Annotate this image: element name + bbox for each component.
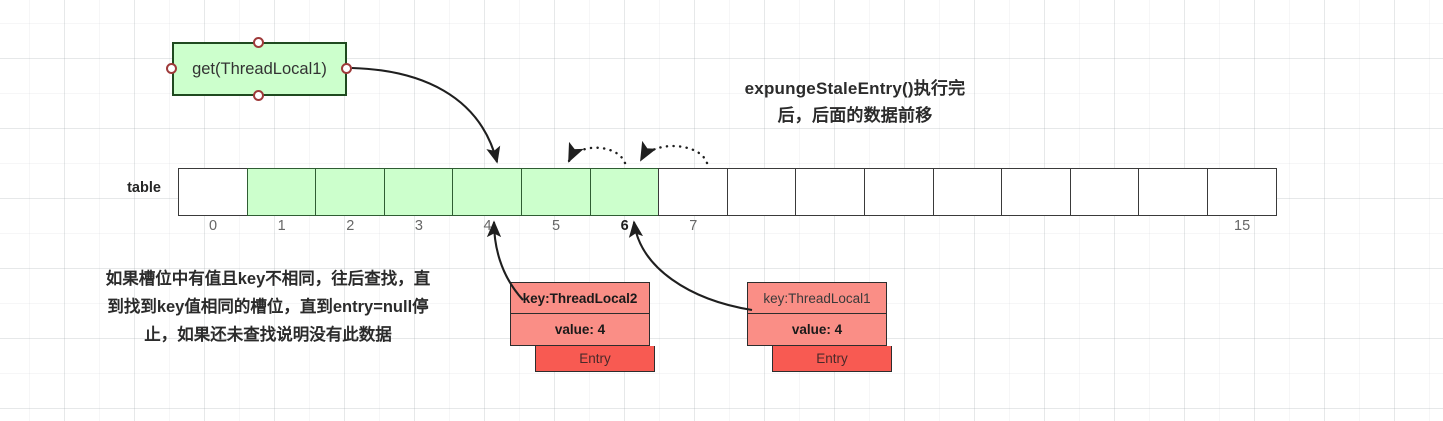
node-port-left-icon — [166, 63, 177, 74]
entry-box-threadlocal1[interactable]: key:ThreadLocal1 value: 4 Entry — [747, 282, 892, 372]
get-threadlocal-node[interactable]: get(ThreadLocal1) — [172, 42, 347, 96]
table-cell-9[interactable] — [795, 168, 866, 216]
entry-type-bar: Entry — [772, 346, 892, 372]
node-port-top-icon — [253, 37, 264, 48]
table-cell-8[interactable] — [726, 168, 797, 216]
table-cell-1[interactable] — [246, 168, 317, 216]
diagram-title-line2: 后，后面的数据前移 — [777, 106, 933, 125]
node-port-right-icon — [341, 63, 352, 74]
lookup-rule-note-line2: 到找到key值相同的槽位，直到entry=null停 — [107, 298, 429, 316]
lookup-rule-note: 如果槽位中有值且key不相同，往后查找，直 到找到key值相同的槽位，直到ent… — [48, 265, 488, 349]
table-cell-2[interactable] — [315, 168, 386, 216]
table-index-4: 4 — [483, 218, 492, 234]
table-label: table — [127, 180, 161, 196]
table-cell-5[interactable] — [520, 168, 592, 216]
entry-key-row: key:ThreadLocal2 — [510, 282, 650, 314]
table-cell-12[interactable] — [1001, 168, 1072, 216]
table-index-15: 15 — [1234, 218, 1251, 234]
table-index-6: 6 — [620, 218, 629, 234]
table-cell-14[interactable] — [1138, 168, 1209, 216]
table-cell-4[interactable] — [452, 168, 523, 216]
entry-value-row: value: 4 — [747, 314, 887, 346]
arrow-shift-slot7-to-slot6 — [639, 140, 709, 165]
table-index-0: 0 — [209, 218, 218, 234]
diagram-title: expungeStaleEntry()执行完 后，后面的数据前移 — [700, 75, 1010, 129]
table-index-2: 2 — [346, 218, 355, 234]
arrow-get-to-slot4 — [351, 66, 501, 164]
table-cell-0[interactable] — [178, 168, 249, 216]
table-cell-6[interactable] — [589, 168, 660, 216]
lookup-rule-note-line1: 如果槽位中有值且key不相同，往后查找，直 — [105, 270, 431, 288]
entry-type-bar: Entry — [535, 346, 655, 372]
table-index-5: 5 — [552, 218, 561, 234]
diagram-title-line1: expungeStaleEntry()执行完 — [744, 79, 966, 98]
table-cell-13[interactable] — [1069, 168, 1140, 216]
table-array — [178, 168, 1278, 216]
table-cell-15[interactable] — [1206, 168, 1278, 216]
entry-value-row: value: 4 — [510, 314, 650, 346]
table-index-3: 3 — [414, 218, 423, 234]
arrow-shift-slot6-to-slot5 — [567, 141, 627, 165]
table-index-7: 7 — [689, 218, 698, 234]
entry-key-row: key:ThreadLocal1 — [747, 282, 887, 314]
table-index-1: 1 — [277, 218, 286, 234]
node-port-bottom-icon — [253, 90, 264, 101]
table-cell-7[interactable] — [658, 168, 729, 216]
table-cell-3[interactable] — [383, 168, 454, 216]
entry-box-threadlocal2[interactable]: key:ThreadLocal2 value: 4 Entry — [510, 282, 655, 372]
lookup-rule-note-line3: 止，如果还未查找说明没有此数据 — [144, 326, 392, 344]
table-cell-11[interactable] — [932, 168, 1003, 216]
table-cell-10[interactable] — [863, 168, 935, 216]
get-node-label: get(ThreadLocal1) — [192, 59, 327, 78]
